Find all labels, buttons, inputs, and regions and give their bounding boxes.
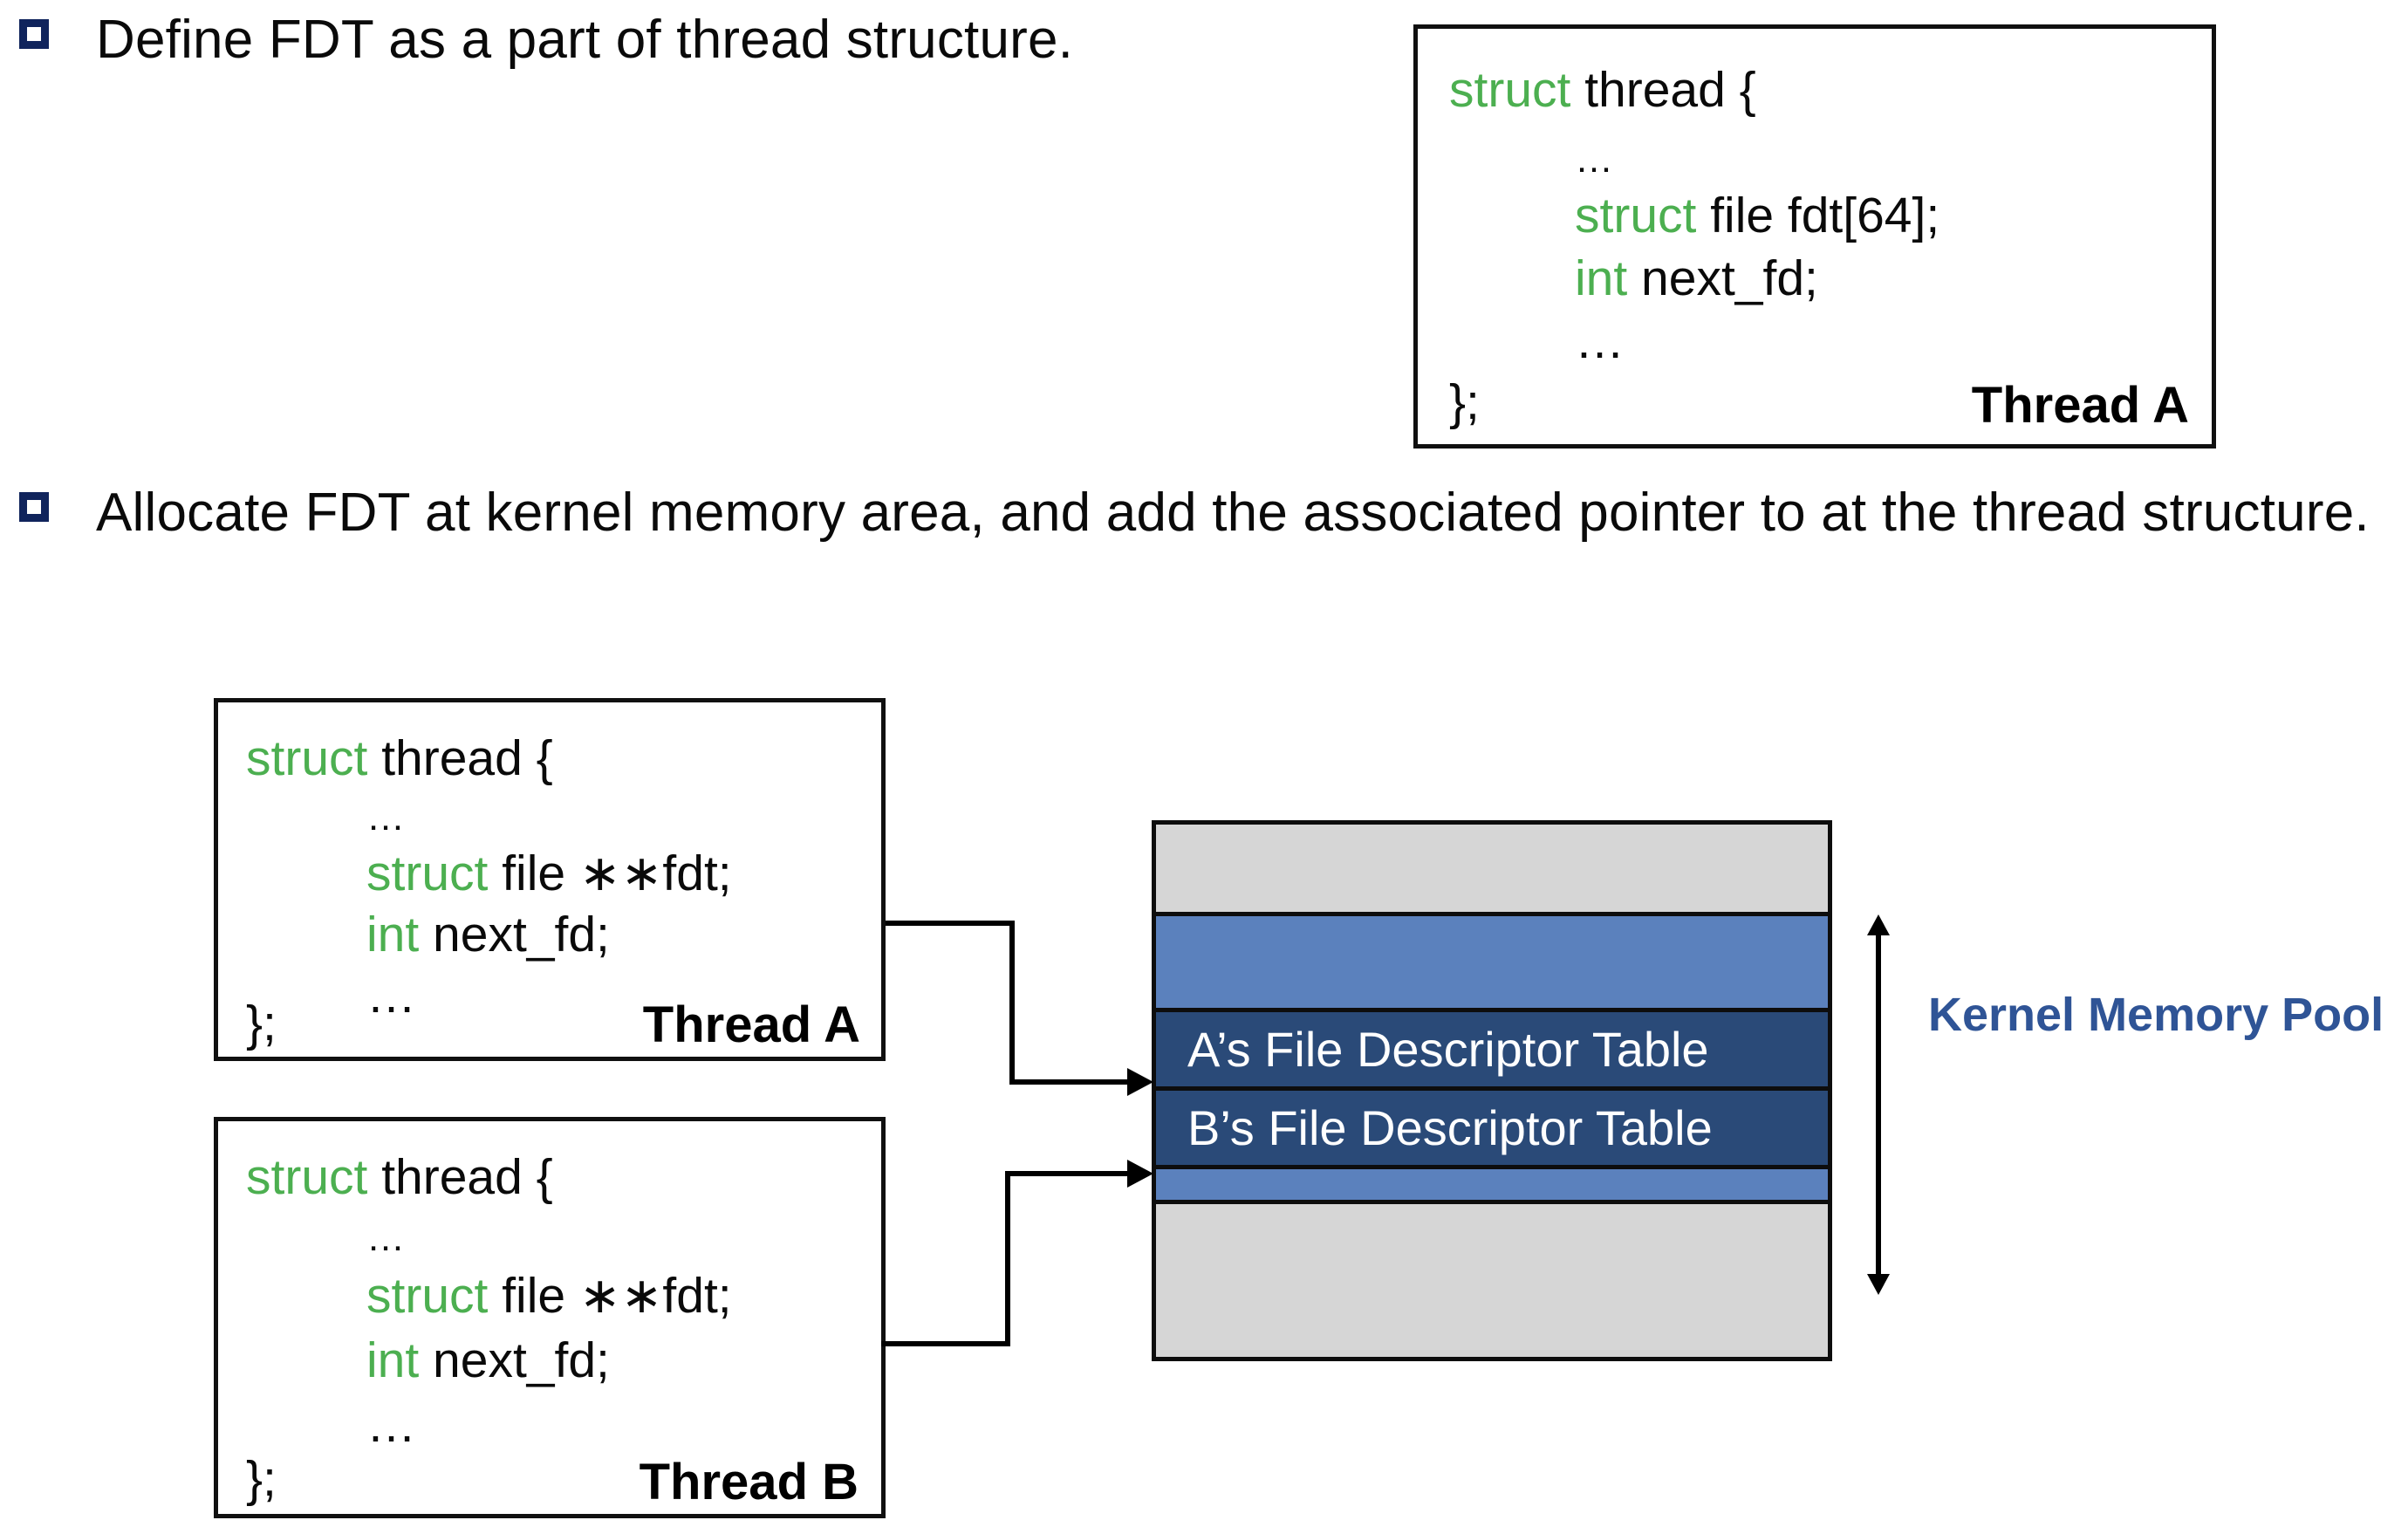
code-line-fdt-array: struct file fdt[64];: [1575, 191, 1939, 241]
thread-label: Thread A: [642, 996, 860, 1053]
code-line-close-brace: };: [246, 996, 277, 1051]
code-line-close-brace: };: [1449, 374, 1480, 430]
code-line-fdt-pointer: struct file ∗∗fdt;: [366, 1271, 732, 1321]
keyword-int: int: [1575, 250, 1628, 306]
keyword-int: int: [366, 1332, 420, 1388]
code-line-ellipsis-top: …: [1575, 138, 1616, 181]
code-line-ellipsis-top: …: [366, 796, 407, 839]
code-rest: file ∗∗fdt;: [488, 846, 732, 901]
code-rest: next_fd;: [419, 1332, 610, 1388]
code-rest: file ∗∗fdt;: [488, 1268, 732, 1324]
memory-band-b-fdt: B’s File Descriptor Table: [1156, 1086, 1828, 1165]
code-line-ellipsis-bottom: …: [366, 968, 419, 1024]
keyword-struct: struct: [366, 1268, 489, 1324]
thread-label: Thread B: [639, 1454, 859, 1510]
code-rest: next_fd;: [1627, 250, 1818, 306]
code-line-struct-thread: struct thread {: [1449, 65, 1756, 115]
code-line-struct-thread: struct thread {: [246, 734, 553, 784]
keyword-struct: struct: [1449, 62, 1571, 118]
code-line-struct-thread: struct thread {: [246, 1153, 553, 1202]
code-line-close-brace: };: [246, 1451, 277, 1507]
code-line-next-fd: int next_fd;: [366, 1336, 610, 1386]
connector-thread-a-arrowhead: [1127, 1068, 1153, 1096]
code-box-thread-a-embedded: struct thread { … struct file fdt[64]; i…: [1413, 24, 2216, 449]
a-fdt-label: A’s File Descriptor Table: [1187, 1022, 1709, 1077]
code-rest: next_fd;: [419, 907, 610, 962]
kernel-memory-pool-diagram: A’s File Descriptor Table B’s File Descr…: [1152, 820, 1832, 1361]
memory-band-free-bottom: [1156, 1200, 1828, 1357]
bullet-item-2: Allocate FDT at kernel memory area, and …: [19, 480, 2392, 546]
code-line-next-fd: int next_fd;: [1575, 254, 1818, 304]
bullet-text-1: Define FDT as a part of thread structure…: [96, 10, 1074, 70]
memory-band-allocated-upper: [1156, 912, 1828, 1008]
memory-band-free-top: [1156, 825, 1828, 912]
thread-label: Thread A: [1971, 377, 2189, 434]
kernel-pool-range-arrow-icon: [1867, 914, 1890, 1295]
code-rest: thread {: [1570, 62, 1756, 118]
code-rest: file fdt[64];: [1696, 188, 1940, 243]
code-box-thread-b: struct thread { … struct file ∗∗fdt; int…: [214, 1117, 886, 1518]
kernel-memory-pool-label: Kernel Memory Pool: [1928, 989, 2384, 1041]
keyword-struct: struct: [1575, 188, 1697, 243]
code-line-ellipsis-bottom: …: [366, 1397, 419, 1453]
code-line-ellipsis-bottom: …: [1575, 313, 1627, 369]
bullet-text-2: Allocate FDT at kernel memory area, and …: [96, 483, 2370, 543]
keyword-struct: struct: [246, 730, 368, 786]
b-fdt-label: B’s File Descriptor Table: [1187, 1100, 1713, 1155]
code-rest: thread {: [367, 730, 553, 786]
connector-thread-a-to-a-fdt: [886, 921, 1134, 1085]
keyword-struct: struct: [246, 1149, 368, 1205]
connector-thread-b-to-b-fdt: [881, 1171, 1134, 1346]
code-line-ellipsis-top: …: [366, 1216, 407, 1259]
memory-band-allocated-lower: [1156, 1165, 1828, 1200]
bullet-square-icon: [19, 492, 49, 522]
code-line-fdt-pointer: struct file ∗∗fdt;: [366, 849, 732, 899]
code-rest: thread {: [367, 1149, 553, 1205]
bullet-square-icon: [19, 19, 49, 49]
memory-band-a-fdt: A’s File Descriptor Table: [1156, 1008, 1828, 1086]
bullet-item-1: Define FDT as a part of thread structure…: [19, 7, 1380, 73]
connector-thread-b-arrowhead: [1127, 1160, 1153, 1188]
code-line-next-fd: int next_fd;: [366, 910, 610, 960]
keyword-struct: struct: [366, 846, 489, 901]
keyword-int: int: [366, 907, 420, 962]
code-box-thread-a: struct thread { … struct file ∗∗fdt; int…: [214, 698, 886, 1061]
